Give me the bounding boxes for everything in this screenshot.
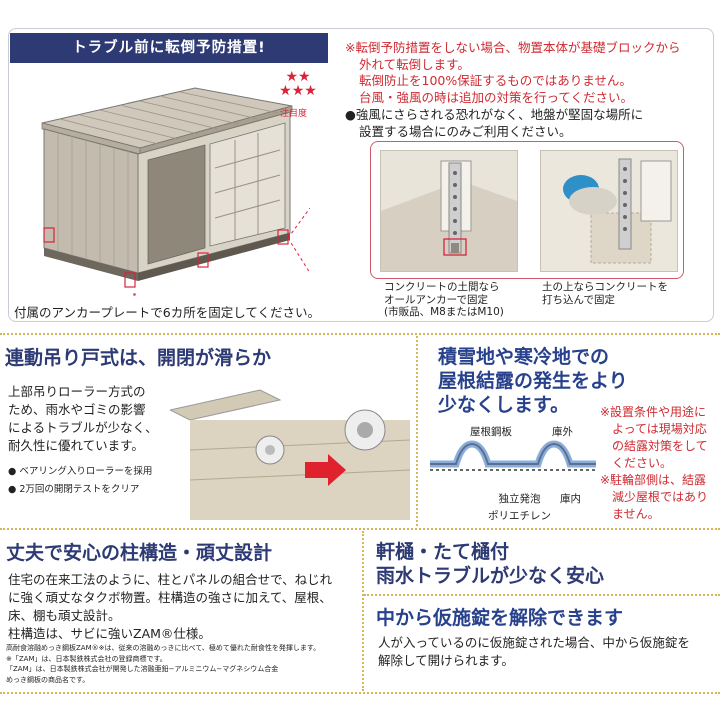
divider	[364, 594, 720, 596]
divider	[0, 528, 720, 530]
divider	[0, 333, 720, 335]
roller-illustration	[170, 380, 410, 520]
door-bullets: ● ベアリング入りローラーを採用 ● 2万回の開閉テストをクリア	[8, 466, 153, 495]
divider	[416, 336, 418, 526]
pillar-title: 丈夫で安心の柱構造・頑丈設計	[6, 542, 273, 564]
concrete-caption: コンクリートの土間なら オールアンカーで固定 (市販品、M8またはM10)	[384, 281, 504, 318]
lock-title: 中から仮施錠を解除できます	[376, 607, 624, 629]
door-title: 連動吊り戸式は、開閉が滑らか	[5, 347, 272, 369]
snow-notes: ※設置条件や用途に よっては現場対応 の結露対策をして ください。 ※駐輪部側は…	[600, 405, 709, 521]
anchor-caption: 付属のアンカープレートで6カ所を固定してください。	[14, 305, 320, 320]
attention-stars-icon: ★★★★★	[279, 69, 317, 99]
anchor-banner: トラブル前に転倒予防措置!	[10, 33, 328, 63]
label-outside: 庫外	[552, 426, 573, 438]
label-inside: 庫内	[560, 493, 581, 505]
label-roof-steel: 屋根鋼板	[470, 426, 512, 438]
notice-text: ●強風にさらされる恐れがなく、地盤が堅固な場所に 設置する場合にのみご利用くださ…	[345, 107, 644, 139]
attention-label: 注目度	[280, 109, 308, 119]
divider	[0, 692, 720, 694]
roof-section-diagram	[430, 440, 596, 471]
door-body: 上部吊りローラー方式の ため、雨水やゴミの影響 によるトラブルが少なく、 耐久性…	[8, 384, 158, 453]
divider	[362, 531, 364, 691]
pillar-body: 住宅の在来工法のように、柱とパネルの組合せで、ねじれ に強く頑丈なタクボ物置。柱…	[8, 572, 333, 641]
soil-concrete-photo	[540, 150, 678, 272]
lock-body: 人が入っているのに仮施錠された場合、中から仮施錠を 解除して開けられます。	[378, 635, 690, 668]
concrete-anchor-photo	[380, 150, 518, 272]
shed-illustration	[41, 87, 310, 296]
zam-footnotes: 高耐食溶融めっき鋼板ZAM®※は、従来の溶融めっきに比べて、極めて優れた耐食性を…	[6, 644, 321, 684]
label-foam: 独立発泡 ポリエチレン	[488, 493, 551, 522]
warning-text: ※転倒予防措置をしない場合、物置本体が基礎ブロックから 外れて転倒します。 転倒…	[345, 40, 681, 105]
snow-title: 積雪地や寒冷地での 屋根結露の発生をより 少なくします。	[438, 346, 628, 416]
soil-caption: 土の上ならコンクリートを 打ち込んで固定	[542, 281, 668, 306]
arrow-right-icon	[305, 454, 346, 486]
gutter-title: 軒樋・たて樋付 雨水トラブルが少なく安心	[376, 541, 605, 587]
